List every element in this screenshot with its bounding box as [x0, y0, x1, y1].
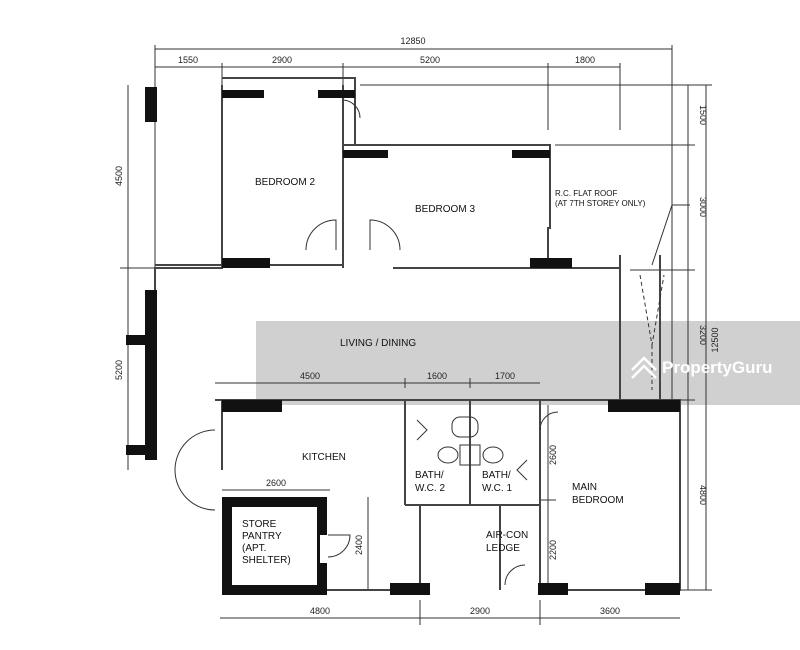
- dim-mid-2: 1600: [427, 371, 447, 381]
- dim-top-2: 2900: [272, 55, 292, 65]
- dim-bottom-3: 3600: [600, 606, 620, 616]
- dim-kitchen-depth: 2400: [354, 535, 364, 555]
- dim-top-4: 1800: [575, 55, 595, 65]
- room-aircon-l2: LEDGE: [486, 543, 520, 554]
- room-store-l3: (APT.: [242, 543, 266, 554]
- room-bedroom-3: BEDROOM 3: [415, 204, 475, 215]
- dim-overall-width: 12850: [400, 36, 425, 46]
- room-bath-2-l2: W.C. 2: [415, 483, 445, 494]
- dim-mid-1: 4500: [300, 371, 320, 381]
- dim-right-1: 1500: [698, 105, 708, 125]
- dim-top-3: 5200: [420, 55, 440, 65]
- dim-mid-3: 1700: [495, 371, 515, 381]
- doors: [174, 99, 690, 586]
- roof-note-l1: R.C. FLAT ROOF: [555, 189, 617, 198]
- dim-left-2: 5200: [114, 360, 124, 380]
- dim-bottom-2: 2900: [470, 606, 490, 616]
- dim-main-bedroom-2: 2200: [548, 540, 558, 560]
- dim-right-4: 4800: [698, 485, 708, 505]
- dim-left-1: 4500: [114, 166, 124, 186]
- dim-right-3: 3200: [698, 325, 708, 345]
- room-main-bedroom-l2: BEDROOM: [572, 495, 624, 506]
- walls: [126, 77, 681, 595]
- room-store-l1: STORE: [242, 519, 277, 530]
- room-living-dining: LIVING / DINING: [340, 338, 416, 349]
- dim-bottom-1: 4800: [310, 606, 330, 616]
- room-bedroom-2: BEDROOM 2: [255, 177, 315, 188]
- watermark-band: [256, 321, 800, 405]
- dim-right-2: 3000: [698, 197, 708, 217]
- room-bath-1-l1: BATH/: [482, 470, 511, 481]
- room-store-l4: SHELTER): [242, 555, 291, 566]
- room-bath-1-l2: W.C. 1: [482, 483, 512, 494]
- room-main-bedroom-l1: MAIN: [572, 482, 597, 493]
- watermark-text: PropertyGuru: [662, 358, 773, 377]
- propertyguru-logo-icon: [631, 356, 657, 379]
- room-kitchen: KITCHEN: [302, 452, 346, 463]
- dim-overall-depth: 12500: [710, 327, 720, 352]
- roof-note-l2: (AT 7TH STOREY ONLY): [555, 199, 646, 208]
- room-aircon-l1: AIR-CON: [486, 530, 528, 541]
- dim-kitchen-width: 2600: [266, 478, 286, 488]
- dim-main-bedroom-1: 2600: [548, 445, 558, 465]
- room-bath-2-l1: BATH/: [415, 470, 444, 481]
- room-store-l2: PANTRY: [242, 531, 282, 542]
- dim-top-1: 1550: [178, 55, 198, 65]
